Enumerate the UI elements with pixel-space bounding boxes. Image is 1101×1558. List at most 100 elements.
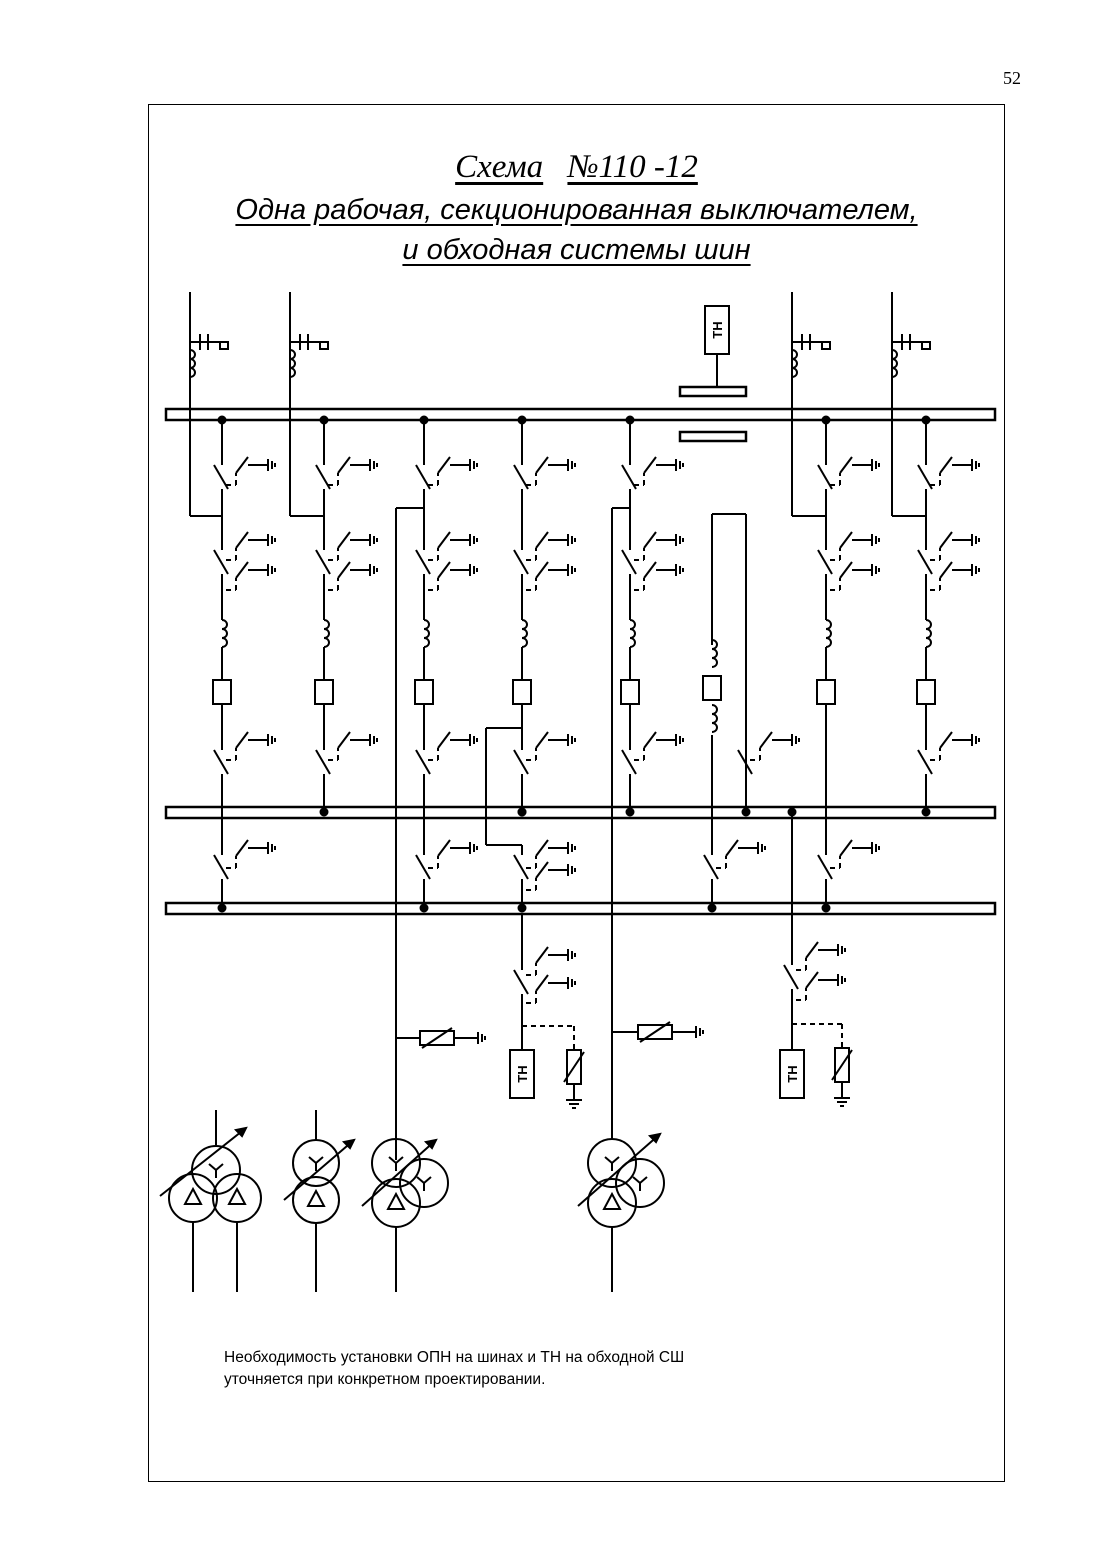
incoming-line xyxy=(189,292,229,517)
ct-coil xyxy=(891,367,898,378)
star-winding-icon xyxy=(308,1156,324,1171)
arrow-head xyxy=(341,1138,356,1150)
ground-icon xyxy=(560,842,576,854)
earth-blade xyxy=(235,561,249,579)
delta-winding-icon xyxy=(306,1188,326,1207)
ct-coil xyxy=(521,628,528,639)
ct-coil xyxy=(629,628,636,639)
earth-switch-icon xyxy=(930,531,980,561)
arrow-head xyxy=(647,1132,662,1144)
disconnector-icon xyxy=(703,845,719,889)
disconnector-icon xyxy=(213,540,229,584)
disconnector-icon xyxy=(315,540,331,584)
ground-icon xyxy=(462,842,478,854)
disconnector-blade xyxy=(621,549,637,575)
ct-coil xyxy=(323,619,330,630)
delta-winding-icon xyxy=(227,1186,247,1205)
ground-icon xyxy=(560,534,576,546)
earth-switch-icon xyxy=(634,531,684,561)
junction-dot xyxy=(319,807,329,817)
earth-blade xyxy=(939,456,953,474)
earth-blade xyxy=(437,731,451,749)
junction-dot xyxy=(707,903,717,913)
disconnector-blade xyxy=(621,464,637,490)
ct-coil xyxy=(521,619,528,630)
disconnector-icon xyxy=(513,540,529,584)
earth-blade xyxy=(839,561,853,579)
ground-icon xyxy=(462,534,478,546)
disconnector-blade xyxy=(415,549,431,575)
earth-blade xyxy=(535,839,549,857)
circuit-breaker-icon xyxy=(212,679,232,705)
junction-dot xyxy=(319,415,329,425)
bay-to-third-bus xyxy=(817,704,880,913)
disconnector-blade xyxy=(513,549,529,575)
current-transformer-icon xyxy=(629,619,636,648)
earth-switch-icon xyxy=(830,456,880,486)
ct-coil xyxy=(189,367,196,378)
note-line1: Необходимость установки ОПН на шинах и Т… xyxy=(224,1349,685,1366)
ground-icon xyxy=(260,534,276,546)
current-transformer-icon xyxy=(423,619,430,648)
voltage-transformer-icon xyxy=(509,1049,535,1099)
disconnector-blade xyxy=(315,464,331,490)
ground-icon xyxy=(964,459,980,471)
circuit-breaker-icon xyxy=(816,679,836,705)
ct-coil xyxy=(825,628,832,639)
disconnector-icon xyxy=(415,740,431,784)
sectionalizer-bay xyxy=(702,513,800,913)
junction-dot xyxy=(419,415,429,425)
ct-coil xyxy=(925,628,932,639)
disconnector-icon xyxy=(315,455,331,499)
earth-switch-icon xyxy=(526,861,576,891)
disconnector-icon xyxy=(213,740,229,784)
busbars xyxy=(164,385,997,916)
incoming-line xyxy=(891,292,931,517)
earth-blade xyxy=(643,531,657,549)
junction-dot xyxy=(787,807,797,817)
junction-dot xyxy=(517,807,527,817)
ground-icon xyxy=(668,459,684,471)
star-winding-icon xyxy=(208,1163,224,1178)
ground-icon xyxy=(560,864,576,876)
disconnector-icon xyxy=(917,740,933,784)
disconnector-blade xyxy=(817,549,833,575)
ground-icon xyxy=(560,459,576,471)
disconnector-icon xyxy=(737,740,753,784)
earth-switch-icon xyxy=(428,456,478,486)
vt-box xyxy=(779,1049,805,1099)
disconnector-icon xyxy=(213,455,229,499)
ground-icon xyxy=(362,534,378,546)
page-number: 52 xyxy=(1003,68,1021,88)
ground-icon xyxy=(462,564,478,576)
ct-coil xyxy=(711,713,718,724)
earth-switch-icon xyxy=(428,561,478,591)
earth-switch-icon xyxy=(526,839,576,869)
earth-switch-icon xyxy=(226,839,276,869)
junction-dot xyxy=(517,415,527,425)
ct-coil xyxy=(925,637,932,648)
wire xyxy=(611,1156,620,1164)
ct-coil xyxy=(711,657,718,668)
tap-changer-arrow xyxy=(577,1133,661,1207)
tap-changer-arrow xyxy=(361,1139,437,1207)
earth-blade xyxy=(725,839,739,857)
current-transformer-icon xyxy=(825,619,832,648)
feeder-bay xyxy=(212,415,276,740)
bus-coupler xyxy=(485,727,576,913)
wire xyxy=(639,1176,648,1184)
feeder-bay xyxy=(512,415,576,740)
earth-blade xyxy=(839,456,853,474)
earth-switch-icon xyxy=(526,946,576,976)
earth-blade xyxy=(437,561,451,579)
incoming-line xyxy=(791,292,831,517)
bus-vt-label: ТН xyxy=(710,321,725,338)
earth-blade xyxy=(839,531,853,549)
earth-switch-icon xyxy=(226,731,276,761)
earth-blade xyxy=(235,456,249,474)
scheme-title: Схема №110 -12 xyxy=(148,148,1005,186)
winding-circle xyxy=(371,1138,421,1188)
junction-dot xyxy=(821,903,831,913)
arrow-head xyxy=(423,1138,438,1150)
ground-icon xyxy=(830,974,846,986)
